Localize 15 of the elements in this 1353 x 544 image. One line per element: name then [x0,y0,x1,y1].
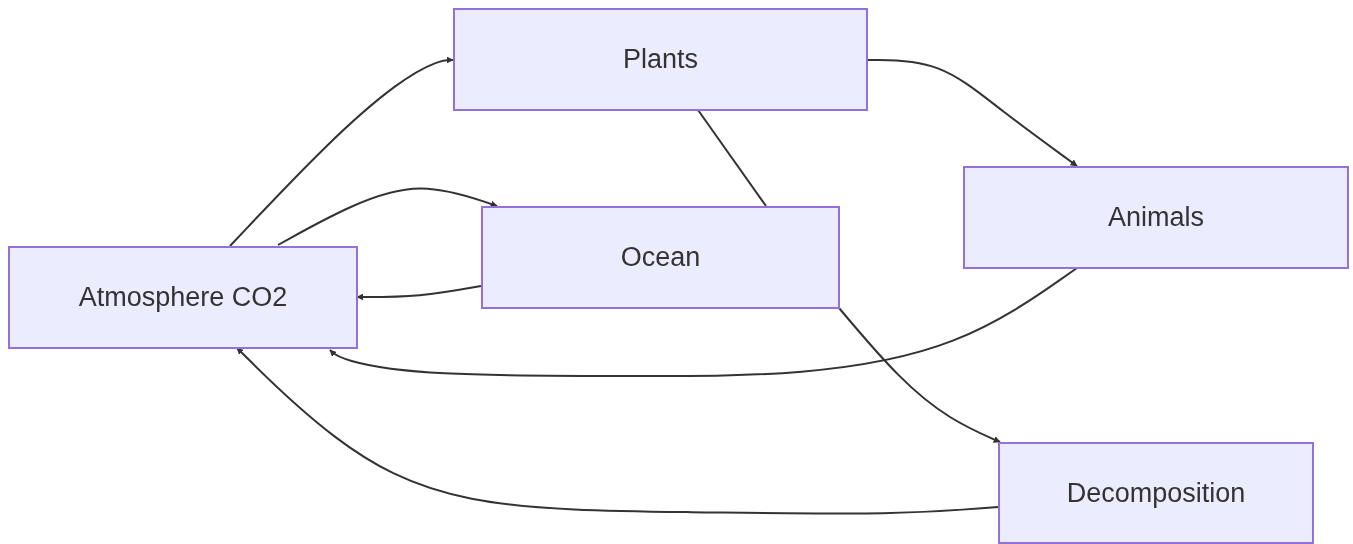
process-box [8,246,358,349]
arrow [838,307,1001,443]
node-label: Ocean [620,242,701,273]
arrow [229,56,454,247]
process-box [998,442,1314,544]
arrow [236,347,999,515]
node-label: Decomposition [1066,477,1246,509]
node-label: Animals [1108,202,1204,233]
process-box [481,206,840,309]
process-box [453,8,868,111]
arrow [329,267,1078,377]
node-label: Atmosphere CO2 [78,282,288,313]
arrow [277,187,498,246]
node-label: Plants [622,44,698,75]
process-box [963,166,1349,269]
